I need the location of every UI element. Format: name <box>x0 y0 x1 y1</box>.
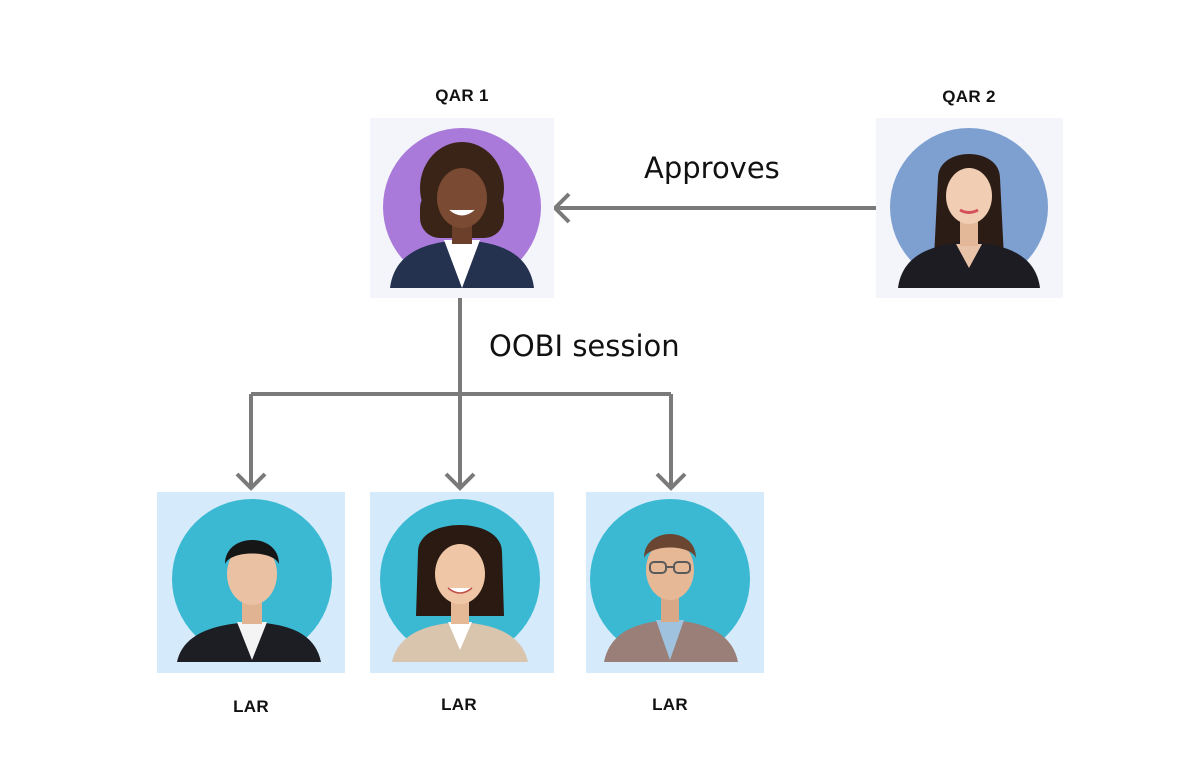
lar1-card <box>157 492 345 673</box>
lar2-avatar <box>370 492 554 673</box>
approves-arrow-head <box>552 192 571 224</box>
qar1-avatar <box>370 118 554 298</box>
lar2-label: LAR <box>441 695 477 714</box>
arrow-head-lar-3 <box>655 472 687 491</box>
qar2-avatar <box>876 118 1063 298</box>
oobi-session-label: OOBI session <box>489 329 680 363</box>
lar3-label: LAR <box>652 695 688 714</box>
lar3-card <box>586 492 764 673</box>
arrow-head-lar-1 <box>235 472 267 491</box>
approves-label: Approves <box>644 151 780 185</box>
lar1-avatar <box>157 492 345 673</box>
qar1-card <box>370 118 554 298</box>
person-icon <box>898 154 1040 288</box>
glasses-icon <box>649 561 691 574</box>
person-icon <box>392 525 528 662</box>
person-icon <box>604 534 738 662</box>
lar2-card <box>370 492 554 673</box>
qar1-label: QAR 1 <box>435 86 489 105</box>
qar2-label: QAR 2 <box>942 87 996 106</box>
person-icon <box>390 142 534 288</box>
lar3-avatar <box>586 492 764 673</box>
qar2-card <box>876 118 1063 298</box>
person-icon <box>177 540 321 662</box>
lar1-label: LAR <box>233 697 269 716</box>
arrow-head-lar-2 <box>444 472 476 491</box>
